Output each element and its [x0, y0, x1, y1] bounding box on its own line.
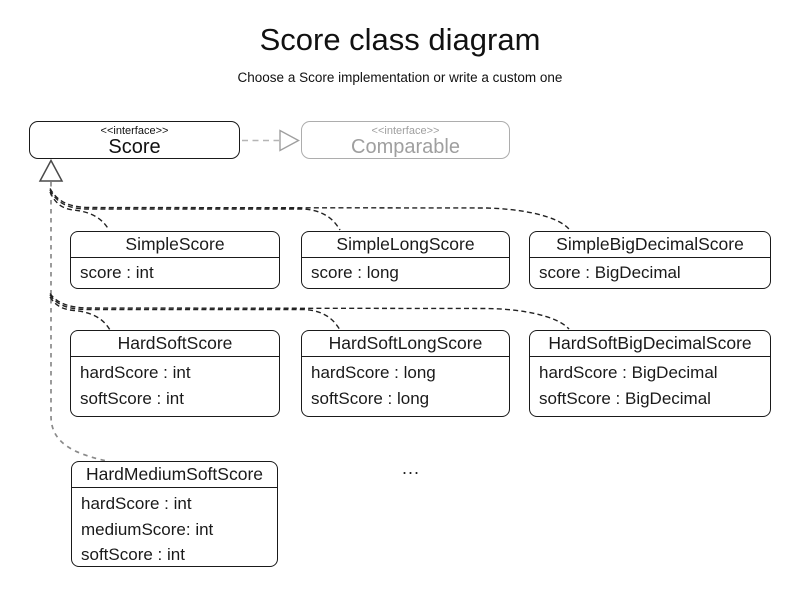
class-attribute: hardScore : int	[80, 363, 191, 382]
realization-line-hardsoftbigdecimalscore	[49, 293, 570, 330]
class-name: HardMediumSoftScore	[72, 462, 277, 488]
class-name: SimpleLongScore	[302, 232, 509, 258]
class-attribute: softScore : int	[80, 389, 184, 408]
class-attribute: score : int	[80, 263, 154, 282]
class-box-simplelongscore: SimpleLongScore score : long	[301, 231, 510, 289]
class-attributes: hardScore : int softScore : int	[71, 357, 279, 412]
realization-arrowhead-comparable	[279, 129, 300, 152]
realization-line-simplescore	[49, 191, 110, 231]
class-box-hardsoftlongscore: HardSoftLongScore hardScore : long softS…	[301, 330, 510, 417]
more-implementations-ellipsis: ...	[401, 458, 420, 478]
interface-name: Comparable	[351, 136, 460, 158]
realization-line-hardmediumsoftscore	[50, 182, 108, 462]
class-attributes: hardScore : long softScore : long	[302, 357, 509, 412]
class-name: HardSoftBigDecimalScore	[530, 331, 770, 357]
class-attribute: softScore : long	[311, 389, 430, 408]
realization-line-hardsoftlongscore	[49, 294, 341, 331]
realization-line-simplebigdecimalscore	[49, 188, 570, 230]
class-attribute: score : long	[311, 263, 399, 282]
class-box-hardsoftscore: HardSoftScore hardScore : int softScore …	[70, 330, 280, 417]
page-subtitle: Choose a Score implementation or write a…	[237, 70, 563, 85]
class-attribute: softScore : int	[81, 545, 185, 564]
class-attributes: hardScore : BigDecimal softScore : BigDe…	[530, 357, 770, 412]
class-attributes: score : int	[71, 258, 279, 287]
class-attribute: hardScore : BigDecimal	[539, 363, 718, 382]
class-attribute: mediumScore: int	[81, 519, 214, 539]
class-box-simplebigdecimalscore: SimpleBigDecimalScore score : BigDecimal	[529, 231, 771, 289]
class-box-hardsoftbigdecimalscore: HardSoftBigDecimalScore hardScore : BigD…	[529, 330, 771, 417]
realization-line-simplelongscore	[49, 189, 341, 231]
class-attributes: hardScore : int mediumScore: int softSco…	[72, 488, 277, 568]
class-attribute: softScore : BigDecimal	[539, 389, 711, 408]
class-name: HardSoftScore	[71, 331, 279, 357]
realization-arrowhead-score	[38, 158, 64, 182]
interface-box-score: <<interface>> Score	[29, 121, 240, 159]
class-attributes: score : long	[302, 258, 509, 287]
class-name: HardSoftLongScore	[302, 331, 509, 357]
class-box-simplescore: SimpleScore score : int	[70, 231, 280, 289]
interface-name: Score	[108, 136, 161, 158]
class-attribute: score : BigDecimal	[539, 263, 681, 282]
class-name: SimpleBigDecimalScore	[530, 232, 770, 258]
realization-line-hardsoftscore	[49, 296, 111, 331]
page-title: Score class diagram	[259, 22, 541, 57]
class-attribute: hardScore : int	[81, 494, 192, 513]
class-name: SimpleScore	[71, 232, 279, 258]
stereotype-label: <<interface>>	[371, 125, 440, 137]
class-attribute: hardScore : long	[311, 363, 436, 382]
class-box-hardmediumsoftscore: HardMediumSoftScore hardScore : int medi…	[71, 461, 278, 567]
interface-box-comparable: <<interface>> Comparable	[301, 121, 510, 159]
class-attributes: score : BigDecimal	[530, 258, 770, 287]
stereotype-label: <<interface>>	[100, 125, 169, 137]
